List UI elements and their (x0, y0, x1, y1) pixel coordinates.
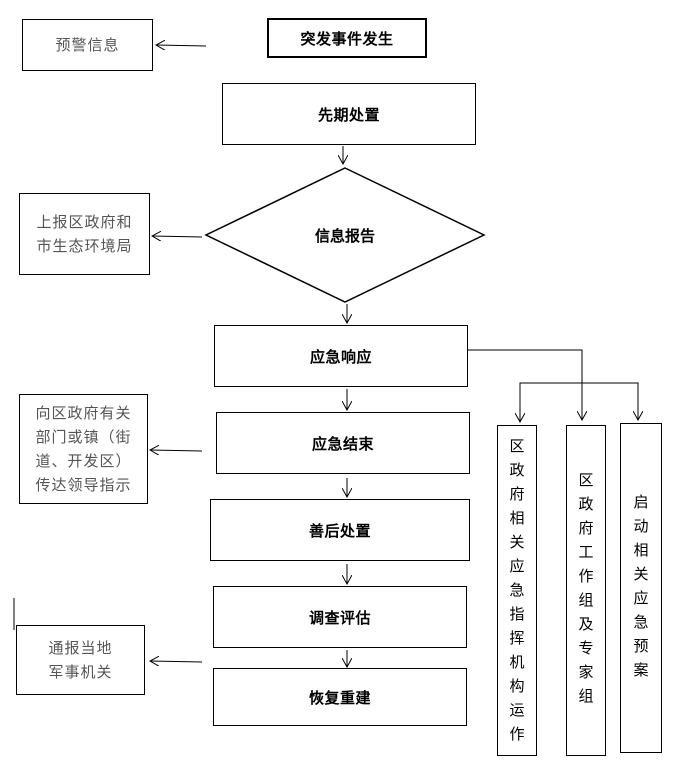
side-direct-line4: 传达领导指示 (35, 476, 132, 494)
step-emergency-response: 应急响应 (214, 325, 468, 387)
step-investigation-label: 调查评估 (308, 608, 371, 627)
side-warning-info: 预警信息 (22, 19, 153, 71)
side-report-line2: 市生态环境局 (36, 237, 133, 255)
arrow-to-warning (156, 45, 207, 46)
side-notify-military: 通报当地 军事机关 (16, 625, 145, 695)
step-reconstruction: 恢复重建 (213, 668, 467, 726)
branch-emergency-plan: 启动相关应急预案 (620, 423, 662, 753)
side-direct-line2: 部门或镇（街 (35, 428, 132, 446)
side-warning-label: 预警信息 (55, 36, 120, 54)
branch-line-main (468, 349, 582, 420)
start-label: 突发事件发生 (300, 29, 394, 48)
side-military-line1: 通报当地 (48, 639, 113, 657)
arrow-to-report (152, 236, 203, 237)
arrow-to-direct (150, 450, 203, 451)
branch-plan-label: 启动相关应急预案 (633, 493, 649, 679)
step-emergency-end-label: 应急结束 (311, 434, 374, 453)
side-direct-line1: 向区政府有关 (35, 404, 132, 422)
step-reconstruction-label: 恢复重建 (308, 688, 371, 707)
branch-workgroup-label: 区政府工作组及专家组 (578, 471, 594, 705)
branch-line-split (519, 382, 639, 420)
step-investigation: 调查评估 (213, 586, 467, 648)
branch-command-agency: 区政府相关应急指挥机构运作 (497, 425, 537, 756)
step-aftermath: 善后处置 (210, 499, 470, 561)
step-first-response: 先期处置 (222, 83, 476, 145)
step-first-response-label: 先期处置 (317, 105, 380, 124)
branch-command-label: 区政府相关应急指挥机构运作 (509, 437, 525, 743)
side-report-line1: 上报区政府和 (36, 213, 133, 231)
side-report-upward: 上报区政府和 市生态环境局 (19, 193, 150, 275)
step-info-report: 信息报告 (205, 168, 485, 302)
decision-diamond (204, 167, 486, 303)
branch-workgroup: 区政府工作组及专家组 (566, 425, 606, 756)
start-box: 突发事件发生 (267, 18, 427, 58)
arrow-to-military (150, 661, 203, 662)
step-emergency-end: 应急结束 (216, 412, 470, 474)
side-military-line2: 军事机关 (48, 663, 113, 681)
side-direct-line3: 道、开发区） (35, 452, 132, 470)
step-emergency-response-label: 应急响应 (309, 347, 372, 366)
side-convey-instructions: 向区政府有关 部门或镇（街 道、开发区） 传达领导指示 (19, 394, 148, 504)
step-aftermath-label: 善后处置 (308, 521, 371, 540)
step-info-report-label: 信息报告 (314, 226, 375, 245)
